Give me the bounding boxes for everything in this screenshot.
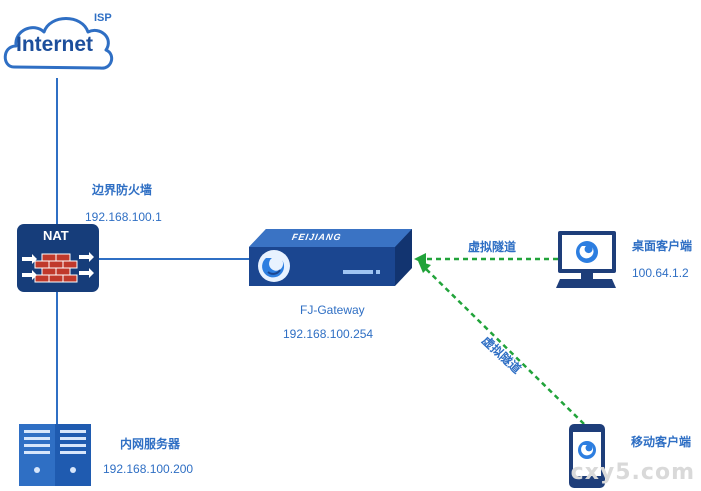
tunnel-desktop-label: 虚拟隧道	[468, 240, 517, 254]
desktop-name: 桌面客户端	[632, 239, 693, 253]
internet-cloud-text: Internet	[16, 33, 94, 56]
gateway-name: FJ-Gateway	[300, 303, 365, 317]
gateway-brand: FEIJIANG	[291, 232, 343, 242]
server-ip: 192.168.100.200	[103, 462, 194, 476]
gateway-ip: 192.168.100.254	[283, 327, 374, 341]
internet-cloud-icon	[3, 17, 114, 70]
firewall-name: 边界防火墙	[92, 183, 153, 197]
mobile-phone-icon	[569, 424, 605, 488]
tunnel-mobile	[424, 267, 585, 425]
firewall-icon	[17, 224, 99, 292]
desktop-computer-icon	[556, 231, 616, 288]
nat-badge: NAT	[43, 228, 69, 243]
desktop-ip: 100.64.1.2	[632, 266, 689, 280]
watermark: cxy5.com	[570, 460, 695, 485]
firewall-ip: 192.168.100.1	[85, 210, 162, 224]
tunnel-desktop-arrow	[414, 253, 426, 265]
tunnel-mobile-arrow	[418, 261, 431, 273]
gateway-device-icon	[249, 229, 412, 286]
server-icon	[19, 424, 91, 486]
isp-label: ISP	[94, 12, 112, 24]
server-name: 内网服务器	[120, 437, 181, 451]
mobile-name: 移动客户端	[631, 435, 692, 449]
